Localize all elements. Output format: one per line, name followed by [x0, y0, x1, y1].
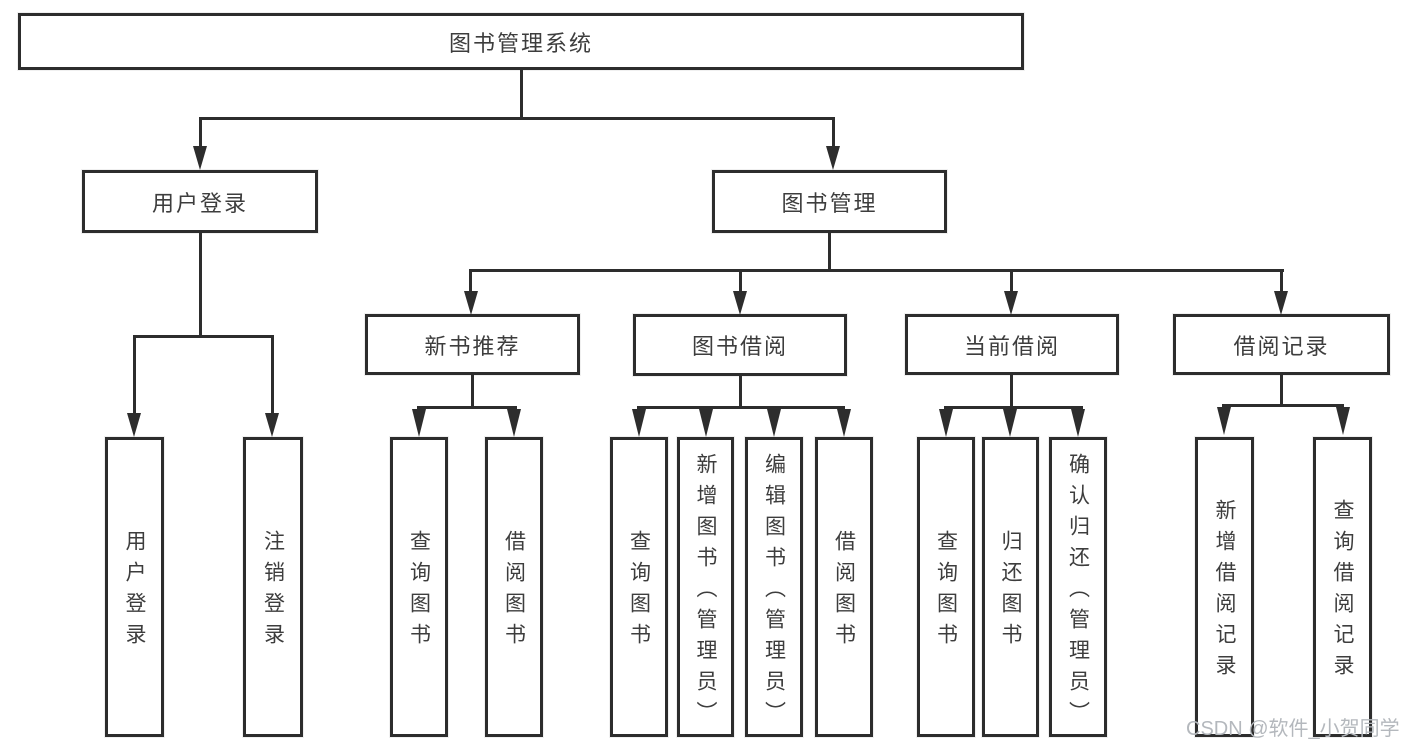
arrow-down-icon — [265, 413, 279, 437]
connector-line — [520, 70, 523, 118]
node-user-login: 用户登录 — [82, 170, 318, 233]
node-book-management: 图书管理 — [712, 170, 947, 233]
leaf-br-query-record: 查询借阅记录 — [1313, 437, 1372, 737]
connector-line — [199, 117, 835, 120]
connector-line — [1280, 375, 1283, 406]
leaf-cb-return-books: 归还图书 — [982, 437, 1039, 737]
leaf-rec-borrow-books: 借阅图书 — [485, 437, 543, 737]
node-new-book-recommend: 新书推荐 — [365, 314, 580, 375]
connector-line — [739, 269, 742, 295]
connector-line — [469, 269, 472, 295]
arrow-down-icon — [127, 413, 141, 437]
arrow-down-icon — [1336, 407, 1350, 435]
leaf-br-add-record: 新增借阅记录 — [1195, 437, 1254, 737]
connector-line — [1010, 269, 1013, 295]
connector-line — [133, 335, 136, 415]
connector-line — [199, 233, 202, 336]
connector-line — [832, 117, 835, 149]
node-root: 图书管理系统 — [18, 13, 1024, 70]
leaf-bb-borrow-books: 借阅图书 — [815, 437, 873, 737]
arrow-down-icon — [464, 291, 478, 315]
arrow-down-icon — [412, 409, 426, 437]
connector-line — [469, 269, 1284, 272]
arrow-down-icon — [193, 146, 207, 170]
connector-line — [828, 233, 831, 271]
arrow-down-icon — [507, 409, 521, 437]
connector-line — [199, 117, 202, 149]
arrow-down-icon — [826, 146, 840, 170]
connector-line — [1280, 269, 1283, 295]
leaf-rec-query-books: 查询图书 — [390, 437, 448, 737]
arrow-down-icon — [699, 409, 713, 437]
leaf-cb-confirm-return-admin: 确认归还（管理员） — [1049, 437, 1107, 737]
leaf-logout: 注销登录 — [243, 437, 303, 737]
arrow-down-icon — [1217, 407, 1231, 435]
connector-line — [739, 376, 742, 408]
connector-line — [637, 406, 845, 409]
arrow-down-icon — [1004, 291, 1018, 315]
arrow-down-icon — [1071, 409, 1085, 437]
leaf-user-login: 用户登录 — [105, 437, 164, 737]
connector-line — [133, 335, 274, 338]
connector-line — [471, 375, 474, 408]
arrow-down-icon — [733, 291, 747, 315]
connector-line — [1010, 375, 1013, 408]
arrow-down-icon — [767, 409, 781, 437]
connector-line — [417, 406, 517, 409]
node-borrow-records: 借阅记录 — [1173, 314, 1390, 375]
leaf-cb-query-books: 查询图书 — [917, 437, 975, 737]
connector-line — [944, 406, 1083, 409]
arrow-down-icon — [1003, 409, 1017, 437]
arrow-down-icon — [1274, 291, 1288, 315]
node-current-borrow: 当前借阅 — [905, 314, 1119, 375]
node-book-borrow: 图书借阅 — [633, 314, 847, 376]
arrow-down-icon — [632, 409, 646, 437]
arrow-down-icon — [939, 409, 953, 437]
arrow-down-icon — [837, 409, 851, 437]
leaf-bb-edit-books-admin: 编辑图书（管理员） — [745, 437, 803, 737]
connector-line — [271, 335, 274, 415]
connector-line — [1222, 404, 1344, 407]
watermark: CSDN @软件_小贺同学 — [1186, 718, 1400, 740]
leaf-bb-add-books-admin: 新增图书（管理员） — [677, 437, 734, 737]
leaf-bb-query-books: 查询图书 — [610, 437, 668, 737]
